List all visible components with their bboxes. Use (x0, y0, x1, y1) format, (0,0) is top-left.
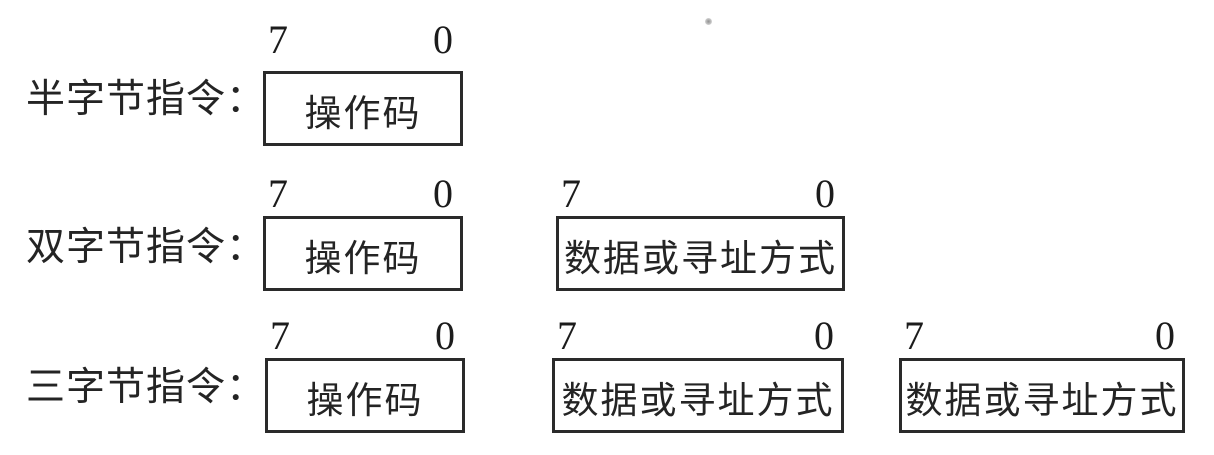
bit0-label: 0 (435, 313, 455, 358)
bit7-label: 7 (270, 313, 290, 358)
bit-range-row2-box1: 7 0 (263, 174, 463, 214)
bit7-label: 7 (557, 313, 577, 358)
opcode-box-label: 操作码 (306, 380, 424, 422)
data-or-addressing-box: 数据或寻址方式 (899, 358, 1185, 433)
data-or-addressing-box: 数据或寻址方式 (556, 216, 845, 291)
label-three-byte-instruction: 三字节指令： (26, 366, 267, 409)
data-or-addressing-box: 数据或寻址方式 (552, 358, 844, 433)
data-or-addressing-box-label: 数据或寻址方式 (564, 238, 837, 280)
bit7-label: 7 (561, 171, 581, 216)
opcode-box: 操作码 (263, 71, 463, 146)
bit-range-row2-box2: 7 0 (556, 174, 845, 214)
bit-range-row3-box3: 7 0 (899, 316, 1185, 356)
bit0-label: 0 (1155, 313, 1175, 358)
opcode-box-label: 操作码 (304, 93, 422, 135)
opcode-box: 操作码 (265, 358, 465, 433)
data-or-addressing-box-label: 数据或寻址方式 (561, 380, 835, 422)
bit7-label: 7 (268, 17, 288, 62)
bit0-label: 0 (433, 171, 453, 216)
opcode-box: 操作码 (263, 216, 463, 291)
scan-speck-dot (705, 18, 712, 25)
label-half-byte-instruction: 半字节指令： (26, 78, 267, 121)
bit-range-row3-box1: 7 0 (265, 316, 465, 356)
bit0-label: 0 (814, 313, 834, 358)
bit0-label: 0 (815, 171, 835, 216)
bit7-label: 7 (904, 313, 924, 358)
bit7-label: 7 (268, 171, 288, 216)
bit0-label: 0 (433, 17, 453, 62)
label-two-byte-instruction: 双字节指令： (26, 226, 267, 269)
data-or-addressing-box-label: 数据或寻址方式 (905, 380, 1179, 422)
bit-range-row3-box2: 7 0 (552, 316, 844, 356)
opcode-box-label: 操作码 (304, 238, 422, 280)
bit-range-row1-box1: 7 0 (263, 20, 463, 60)
